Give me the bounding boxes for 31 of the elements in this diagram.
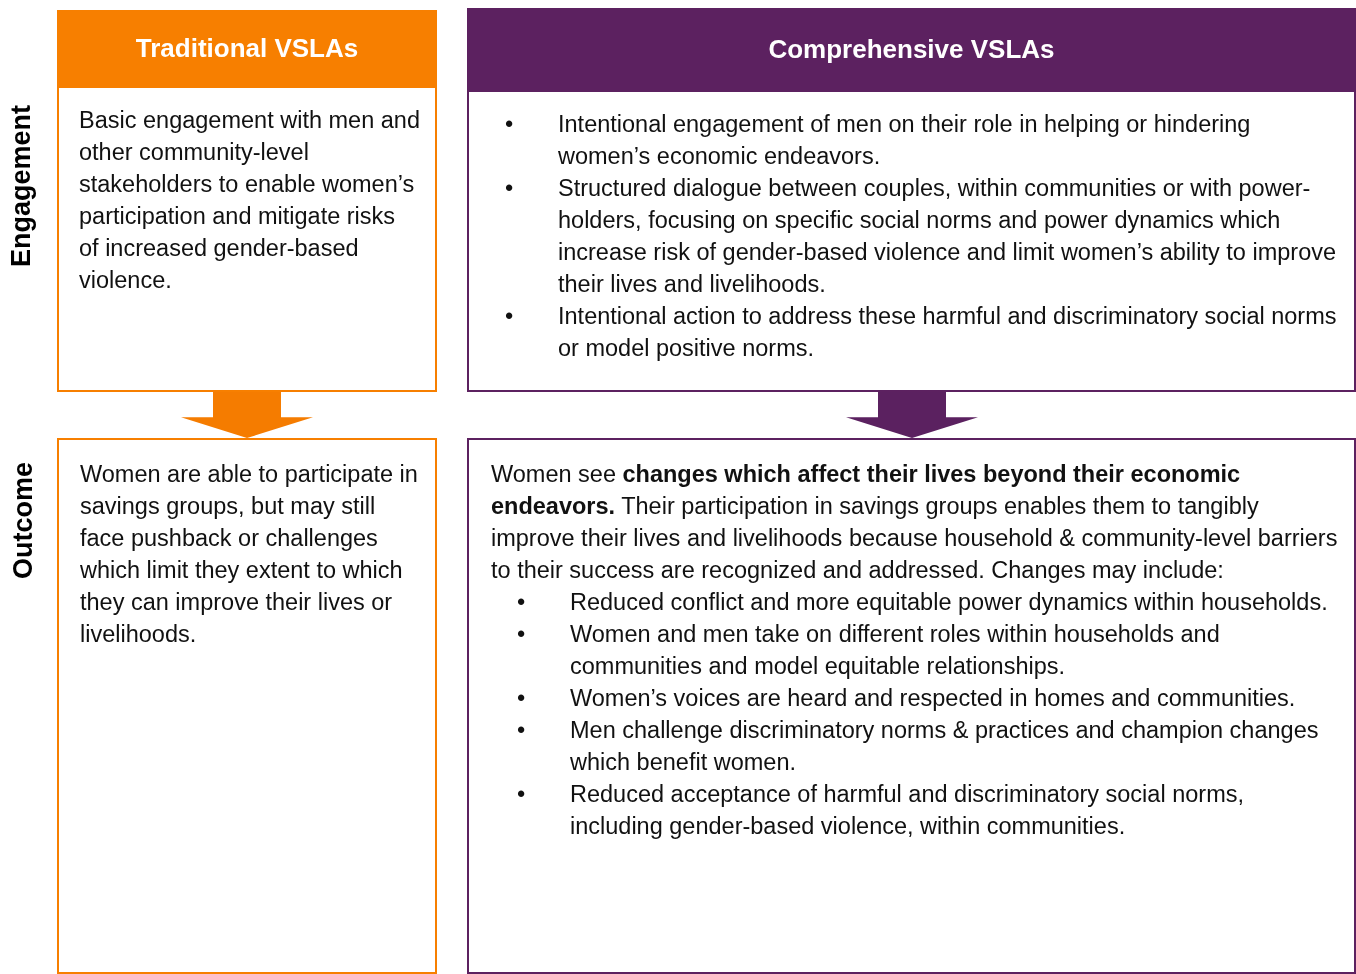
header-box (467, 8, 1356, 90)
bullet-marker: • (505, 110, 514, 139)
bullet-marker: • (517, 780, 526, 809)
bullet-marker: • (517, 684, 526, 713)
content-box (467, 90, 1356, 392)
bullet-text: Men challenge discriminatory norms & practices and champion changes which benefit women. (570, 717, 1319, 775)
bullet-text: Intentional engagement of men on their role in helping or hindering women’s economic endeavors. (558, 111, 1251, 169)
bullet-text: Reduced conflict and more equitable power dynamics within households. (570, 589, 1328, 615)
bullet-text: Intentional action to address these harmful and discriminatory social norms or model positive norms. (558, 303, 1337, 361)
bullet-text: Women’s voices are heard and respected in homes and communities. (570, 685, 1296, 711)
block-arrow (846, 392, 978, 438)
body-text: Basic engagement with men and other community-level stakeholders to enable women’s participation and mitigate risks of increased gender-based violence. (79, 106, 421, 295)
bullet-text: Reduced acceptance of harmful and discriminatory social norms, including gender-based violence, within communities. (570, 781, 1244, 839)
row-label: Outcome (8, 462, 39, 580)
block-arrow (181, 392, 313, 438)
content-box (57, 86, 437, 392)
bullet-text: Women and men take on different roles within households and communities and model equitable relationships. (570, 621, 1220, 679)
bullet-marker: • (517, 588, 526, 617)
bullet-marker: • (505, 302, 514, 331)
content-box (57, 438, 437, 974)
body-text: Women see changes which affect their lives beyond their economic endeavors. Their participation in savings groups enables them to tangibly improve their lives and livelihoods because household & community-level barriers to their success are recognized and addressed. Changes may include: (491, 460, 1339, 585)
header-box (57, 10, 437, 86)
row-label: Engagement (6, 105, 37, 268)
body-text: Women are able to participate in savings groups, but may still face pushback or challenges which limit they extent to which they can improve their lives or livelihoods. (80, 460, 419, 649)
column-heading: Traditional VSLAs (135, 32, 359, 64)
content-box (467, 438, 1356, 974)
bullet-marker: • (517, 620, 526, 649)
bullet-text: Structured dialogue between couples, within communities or with power-holders, focusing on specific social norms and power dynamics which increase risk of gender-based violence and limit women’s ability to improve their lives and livelihoods. (558, 175, 1337, 297)
column-heading: Comprehensive VSLAs (768, 33, 1055, 65)
bullet-marker: • (517, 716, 526, 745)
bullet-marker: • (505, 174, 514, 203)
